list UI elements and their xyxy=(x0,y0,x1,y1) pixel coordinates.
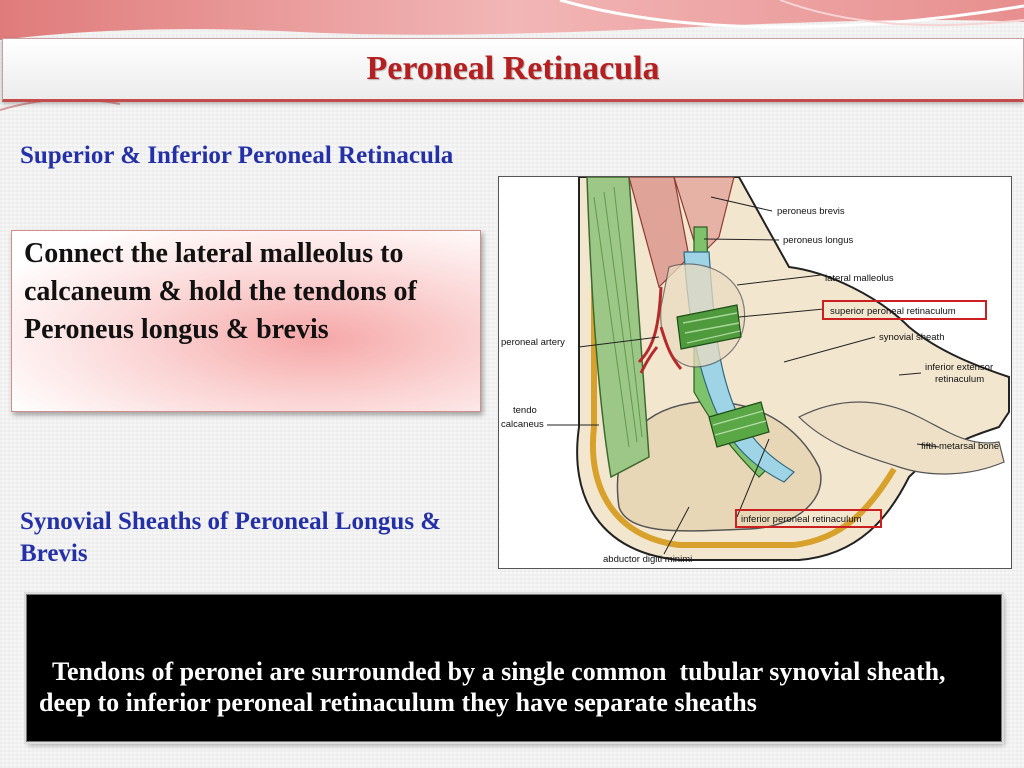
tendo-calcaneus xyxy=(586,177,650,479)
label-inferior-peroneal-retinaculum: inferior peroneal retinaculum xyxy=(741,514,861,525)
heading-synovial-sheaths: Synovial Sheaths of Peroneal Longus & Br… xyxy=(20,508,442,567)
superior-retinaculum-stripes xyxy=(682,312,741,344)
retinacula-description-text: Connect the lateral malleolus to calcane… xyxy=(24,238,417,345)
fat-layer xyxy=(590,177,897,548)
inferior-retinaculum-stripes xyxy=(712,410,767,436)
heading-retinacula: Superior & Inferior Peroneal Retinacula xyxy=(20,142,454,169)
label-peroneal-artery: peroneal artery xyxy=(501,337,565,348)
label-superior-peroneal-retinaculum: superior peroneal retinaculum xyxy=(830,306,956,317)
metatarsal-bones xyxy=(797,401,1005,475)
synovial-sheath-description-box: Tendons of peronei are surrounded by a s… xyxy=(26,594,1002,742)
inferior-retinaculum-highlight xyxy=(735,509,882,528)
label-abductor-digiti-minimi: abductor digiti minimi xyxy=(603,554,692,565)
label-tendo-2: calcaneus xyxy=(501,419,544,430)
retinacula-description-box: Connect the lateral malleolus to calcane… xyxy=(11,230,481,412)
label-lateral-malleolus: lateral malleolus xyxy=(825,273,894,284)
label-inferior-extensor-1: inferior extensor xyxy=(925,362,993,373)
synovial-sheath-description-text: Tendons of peronei are surrounded by a s… xyxy=(39,657,953,717)
leader-lines xyxy=(547,196,940,555)
superior-retinaculum-highlight xyxy=(822,300,987,320)
peroneus-brevis-muscle xyxy=(673,177,735,259)
calcaneus-bone xyxy=(616,401,822,532)
label-fifth-metatarsal: fifth metarsal bone xyxy=(921,441,999,452)
label-synovial-sheath: synovial sheath xyxy=(879,332,944,343)
label-tendo-1: tendo xyxy=(513,405,537,416)
tendo-fibers xyxy=(593,186,643,448)
label-inferior-extensor-2: retinaculum xyxy=(935,374,984,385)
slide-title: Peroneal Retinacula xyxy=(366,50,660,87)
label-peroneus-brevis: peroneus brevis xyxy=(777,206,845,217)
superior-retinaculum-band xyxy=(676,304,742,350)
ankle-illustration: peroneus brevis peroneus longus lateral … xyxy=(501,177,1010,565)
ankle-anatomy-figure: peroneus brevis peroneus longus lateral … xyxy=(498,176,1012,569)
peroneal-artery-vessel xyxy=(637,286,683,374)
label-peroneus-longus: peroneus longus xyxy=(783,235,853,246)
title-bar: Peroneal Retinacula xyxy=(2,38,1024,102)
